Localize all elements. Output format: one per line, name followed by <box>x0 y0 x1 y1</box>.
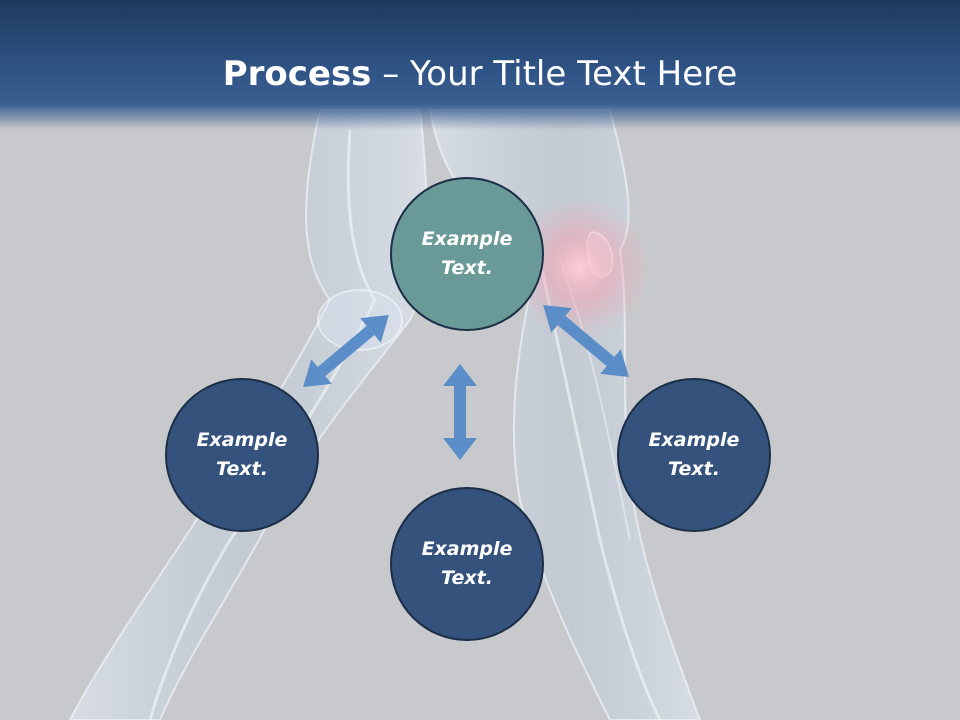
node-bottom-line1: Example <box>421 538 513 560</box>
node-left-line2: Text. <box>216 458 268 480</box>
node-left-line1: Example <box>196 429 288 451</box>
node-right-line2: Text. <box>668 458 720 480</box>
title-bold: Process <box>222 54 372 94</box>
node-top-line2: Text. <box>441 257 493 279</box>
node-top-line1: Example <box>421 228 513 250</box>
title-bar: Process – Your Title Text Here <box>0 0 960 130</box>
node-right-line1: Example <box>648 429 740 451</box>
title-rest: – Your Title Text Here <box>371 54 738 94</box>
slide-title: Process – Your Title Text Here <box>0 52 960 96</box>
node-bottom-line2: Text. <box>441 567 493 589</box>
